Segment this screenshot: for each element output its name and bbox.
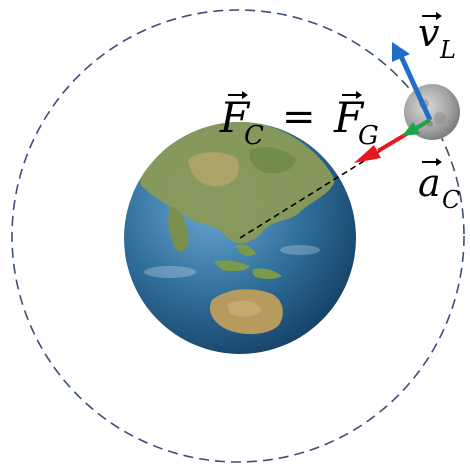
acceleration-label: a C — [418, 158, 460, 214]
svg-text:F: F — [333, 93, 365, 142]
svg-text:=: = — [282, 94, 316, 140]
svg-text:C: C — [442, 186, 460, 214]
svg-text:G: G — [358, 121, 379, 151]
svg-text:a: a — [418, 161, 441, 205]
orbit-path — [11, 9, 465, 463]
velocity-vector — [392, 42, 433, 122]
acceleration-vector — [402, 118, 432, 136]
svg-text:F: F — [219, 93, 251, 142]
earth-icon — [124, 122, 356, 354]
svg-text:L: L — [439, 36, 456, 64]
velocity-label: v L — [418, 11, 456, 64]
radius-line — [239, 119, 431, 239]
svg-text:C: C — [244, 121, 264, 151]
svg-text:v: v — [418, 11, 440, 55]
force-equation-label: F C = F G — [219, 91, 379, 151]
